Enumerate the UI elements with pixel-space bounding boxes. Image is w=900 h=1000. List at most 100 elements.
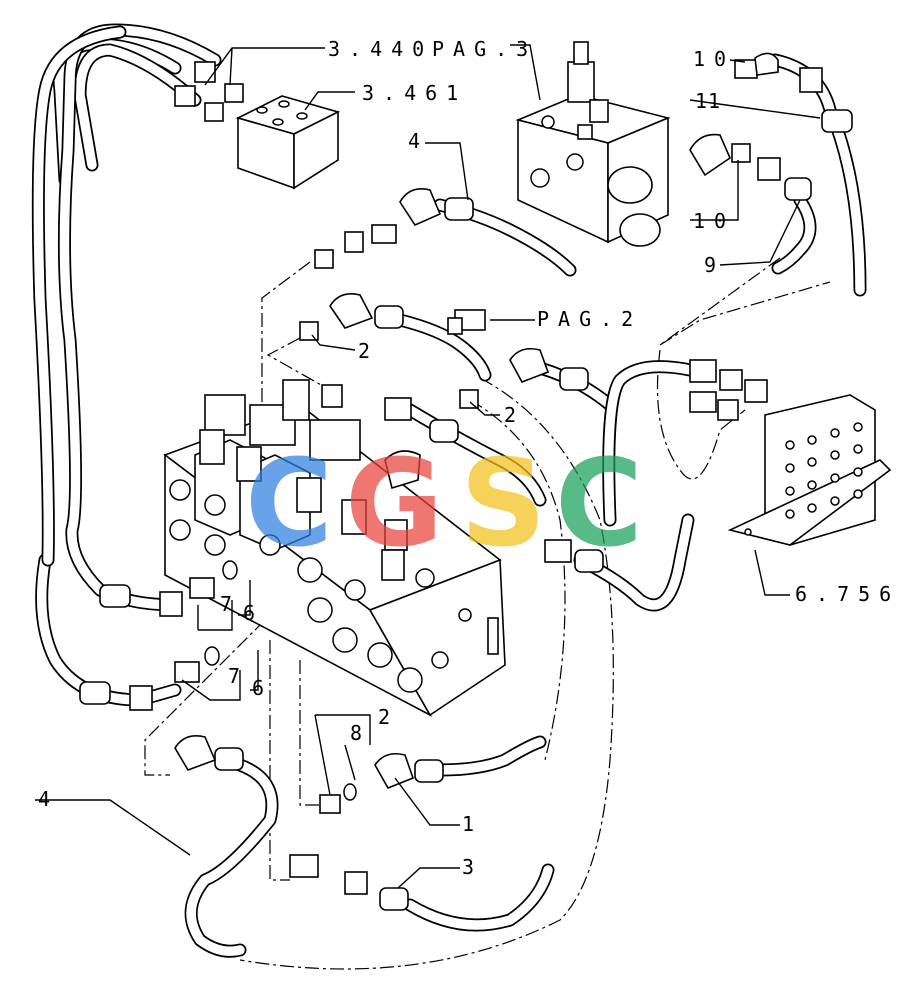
- tee-fitting: [321, 384, 343, 408]
- hex-nut: [719, 369, 743, 391]
- fitting: [174, 85, 196, 107]
- hex-nut: [689, 391, 717, 413]
- hose-ferrule: [574, 549, 604, 573]
- fitting: [224, 83, 244, 103]
- callout-pag2: PAG.2: [537, 307, 642, 331]
- watermark-letter-s: S: [460, 435, 546, 574]
- callout-3440: 3.440: [328, 37, 433, 61]
- connection-lines: [144, 257, 831, 970]
- solenoid-coil: [607, 166, 653, 204]
- valve-plunger: [282, 379, 310, 421]
- hose-ferrule: [444, 197, 474, 221]
- adapter: [319, 794, 341, 814]
- bracket-holes: [744, 422, 863, 536]
- hex-plug: [296, 477, 322, 513]
- callout-9: 9: [704, 253, 717, 277]
- adapter: [299, 321, 319, 341]
- elbow-fitting: [399, 188, 442, 227]
- bottom-hoses: [174, 735, 555, 958]
- left-fittings: [174, 560, 238, 683]
- hose-ferrule: [99, 584, 131, 608]
- hose-ferrule: [379, 887, 409, 911]
- callout-2-c: 2: [378, 705, 391, 729]
- callout-4-top: 4: [408, 129, 421, 153]
- callout-7-a: 7: [220, 592, 233, 616]
- top-right-hoses: [689, 52, 867, 297]
- hex-nut: [384, 397, 412, 421]
- hex-nut: [129, 685, 153, 711]
- hex-nut: [689, 359, 717, 383]
- callout-10-mid: 10: [693, 209, 735, 233]
- valve-block-top: [515, 41, 671, 247]
- hose-ferrule: [414, 759, 444, 783]
- callout-6756: 6.756: [795, 582, 900, 606]
- hex-plug: [236, 446, 262, 482]
- valve-cartridge: [567, 61, 595, 103]
- watermark-letter-c1: C: [245, 435, 333, 574]
- hose-ferrule: [214, 747, 244, 771]
- hose-ferrule: [784, 177, 812, 201]
- callout-7-b: 7: [228, 664, 241, 688]
- valve-section-cap: [204, 394, 246, 436]
- hose-ferrule: [559, 367, 589, 391]
- callout-10-top: 10: [693, 47, 735, 71]
- hose-ferrule: [374, 305, 404, 329]
- adapter: [314, 249, 334, 269]
- hex-nut: [159, 591, 183, 617]
- valve-section-cap: [309, 419, 361, 461]
- watermark-letter-c2: C: [555, 435, 643, 574]
- elbow-fitting: [384, 450, 421, 490]
- hex-nut: [381, 549, 405, 581]
- fitting: [204, 102, 224, 122]
- mid-hoses: [299, 293, 768, 612]
- callout-pag3: PAG.3: [432, 37, 537, 61]
- main-control-valve: [163, 379, 506, 717]
- elbow-fitting: [374, 752, 415, 790]
- watermark-logo: C G S C: [245, 435, 643, 574]
- hose-ferrule: [429, 419, 459, 443]
- callout-11: 11: [695, 89, 721, 113]
- hex-plug: [199, 429, 225, 465]
- hose-ferrule: [79, 681, 111, 705]
- bracket-plate: [727, 394, 892, 546]
- tee-fitting: [371, 224, 397, 244]
- solenoid-coil: [619, 213, 661, 247]
- callout-8: 8: [350, 721, 363, 745]
- elbow-fitting: [329, 293, 374, 329]
- callout-1: 1: [462, 812, 475, 836]
- fitting: [731, 143, 751, 163]
- hose-4-top: [314, 188, 577, 277]
- callout-2-a: 2: [358, 339, 371, 363]
- hex-nut: [447, 317, 463, 335]
- fitting: [717, 399, 739, 421]
- adapter: [459, 389, 479, 409]
- leader-lines: [35, 44, 821, 889]
- watermark-letter-g: G: [345, 435, 444, 574]
- hex-plug: [341, 499, 367, 535]
- hex-nut: [544, 539, 572, 563]
- callout-4-bottom: 4: [38, 787, 51, 811]
- callout-labels: 3.440 PAG.3 3.461 4 10 11 10 9 PAG.2 2 2…: [38, 37, 900, 879]
- hex-nut: [344, 871, 368, 895]
- callout-6-b: 6: [252, 676, 265, 700]
- fitting: [734, 59, 758, 79]
- tee-fitting: [289, 854, 319, 878]
- hex-nut: [799, 67, 823, 93]
- hose-ferrule: [821, 109, 853, 133]
- manifold-block-small: [174, 61, 341, 190]
- elbow-fitting: [174, 735, 217, 771]
- hex-nut: [344, 231, 364, 253]
- hex-nut: [757, 157, 781, 181]
- adapter: [174, 661, 200, 683]
- callout-3461: 3.461: [362, 81, 467, 105]
- callout-3: 3: [462, 855, 475, 879]
- fitting: [194, 61, 216, 83]
- callout-2-b: 2: [504, 403, 517, 427]
- callout-6-a: 6: [243, 601, 256, 625]
- elbow-fitting: [509, 347, 550, 383]
- adapter: [189, 577, 215, 599]
- left-long-hoses: [31, 23, 222, 711]
- fitting: [744, 379, 768, 403]
- elbow-fitting: [689, 133, 731, 177]
